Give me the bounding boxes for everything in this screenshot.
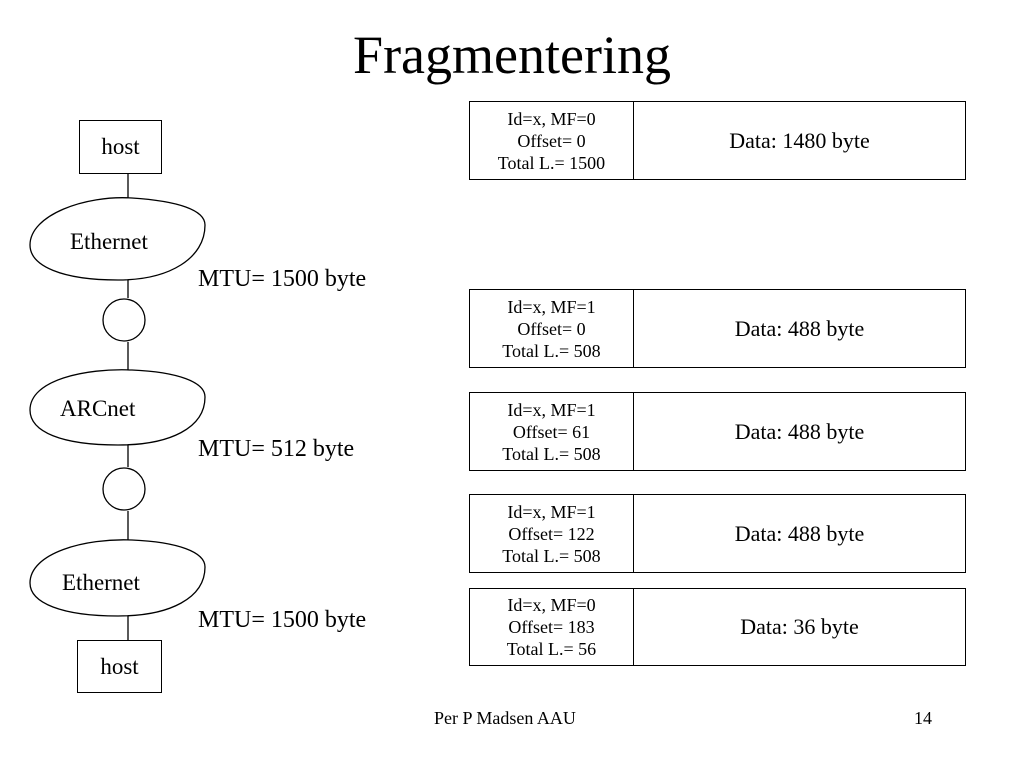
mtu-label: MTU= 512 byte	[198, 436, 355, 462]
fragment-id: Id=x, MF=1	[507, 296, 596, 317]
network-cloud-ethernet-bottom	[29, 539, 206, 617]
fragment-box: Id=x, MF=0 Offset= 0 Total L.= 1500 Data…	[469, 101, 966, 180]
mtu-label: MTU= 1500 byte	[198, 266, 367, 292]
fragment-id: Id=x, MF=0	[507, 108, 596, 129]
fragment-id: Id=x, MF=0	[507, 595, 596, 615]
fragment-data: Data: 488 byte	[734, 315, 865, 341]
fragment-header: Id=x, MF=0 Offset= 183 Total L.= 56	[470, 589, 634, 665]
fragment-data: Data: 488 byte	[734, 418, 865, 444]
footer-author: Per P Madsen AAU	[434, 708, 576, 728]
fragment-data: Data: 1480 byte	[729, 127, 870, 153]
fragment-header: Id=x, MF=1 Offset= 0 Total L.= 508	[470, 290, 634, 367]
fragment-total-length: Total L.= 56	[506, 639, 597, 659]
fragment-total-length: Total L.= 508	[502, 545, 601, 566]
fragment-id: Id=x, MF=1	[507, 399, 596, 420]
fragment-box: Id=x, MF=1 Offset= 0 Total L.= 508 Data:…	[469, 289, 966, 368]
fragment-offset: Offset= 122	[508, 523, 595, 544]
network-label-arcnet: ARCnet	[60, 396, 136, 421]
fragment-offset: Offset= 0	[517, 318, 586, 339]
fragment-header: Id=x, MF=0 Offset= 0 Total L.= 1500	[470, 102, 634, 179]
host-label: host	[100, 653, 139, 679]
host-label: host	[101, 134, 140, 159]
network-label-ethernet-top: Ethernet	[70, 229, 148, 254]
fragment-data: Data: 36 byte	[740, 614, 859, 639]
router-circle	[102, 467, 146, 511]
fragment-total-length: Total L.= 508	[502, 443, 601, 464]
fragment-offset: Offset= 61	[512, 421, 591, 442]
fragment-box: Id=x, MF=1 Offset= 122 Total L.= 508 Dat…	[469, 494, 966, 573]
fragment-total-length: Total L.= 508	[502, 340, 601, 361]
host-box-top: host	[79, 120, 162, 174]
fragment-total-length: Total L.= 1500	[497, 152, 606, 173]
mtu-label: MTU= 1500 byte	[198, 607, 367, 633]
fragment-box: Id=x, MF=0 Offset= 183 Total L.= 56 Data…	[469, 588, 966, 666]
page-number: 14	[914, 708, 932, 728]
network-label-ethernet-bottom: Ethernet	[62, 570, 140, 595]
host-box-bottom: host	[77, 640, 162, 693]
router-circle	[102, 298, 146, 342]
fragment-id: Id=x, MF=1	[507, 501, 596, 522]
fragment-header: Id=x, MF=1 Offset= 61 Total L.= 508	[470, 393, 634, 470]
slide-title: Fragmentering	[353, 25, 671, 85]
fragment-offset: Offset= 183	[508, 617, 595, 637]
network-cloud-ethernet-top	[29, 197, 206, 281]
fragment-offset: Offset= 0	[517, 130, 586, 151]
fragment-box: Id=x, MF=1 Offset= 61 Total L.= 508 Data…	[469, 392, 966, 471]
fragment-header: Id=x, MF=1 Offset= 122 Total L.= 508	[470, 495, 634, 572]
fragment-data: Data: 488 byte	[734, 520, 865, 546]
network-cloud-arcnet	[29, 369, 206, 446]
